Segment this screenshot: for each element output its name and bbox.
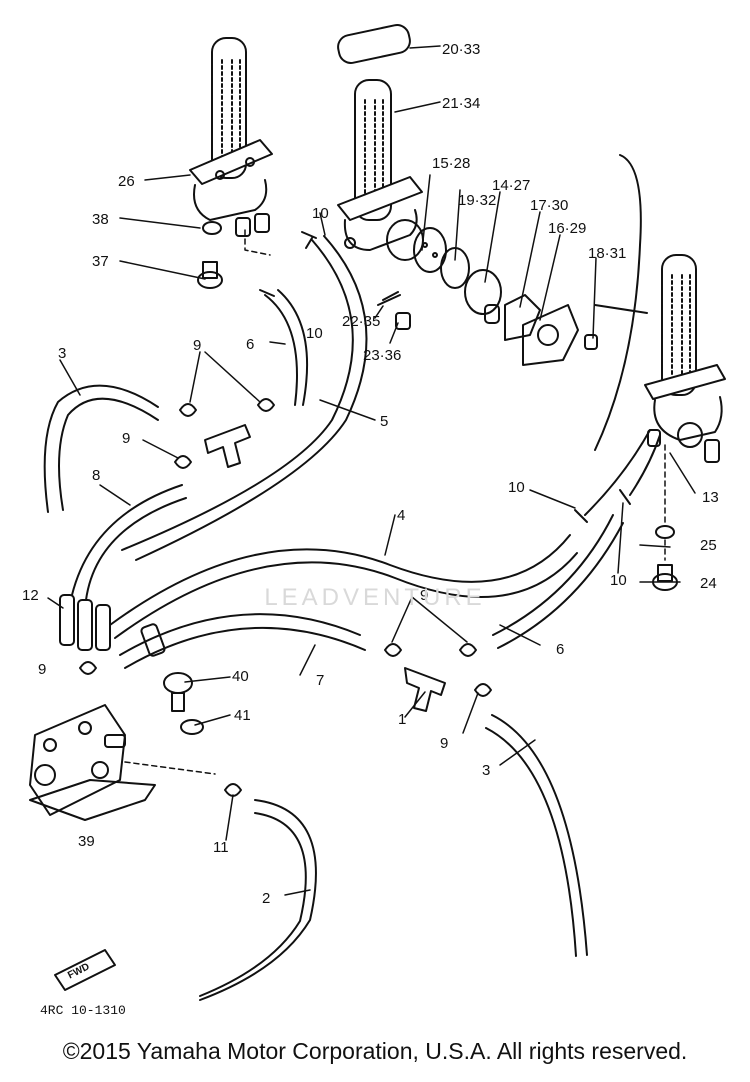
label-6: 6	[246, 336, 254, 353]
label-10: 10	[610, 572, 627, 589]
label-1: 1	[398, 711, 406, 728]
t-joint-lower	[404, 667, 446, 712]
label-9: 9	[193, 337, 201, 354]
fwd-badge	[54, 949, 116, 991]
label-8: 8	[92, 467, 100, 484]
label-10: 10	[306, 325, 323, 342]
fuel-cock-center	[337, 79, 424, 261]
label-17-30: 17·30	[530, 197, 568, 214]
washer-41	[180, 719, 204, 735]
label-23-36: 23·36	[363, 347, 401, 364]
fuel-cock-right	[644, 254, 726, 463]
label-41: 41	[234, 707, 251, 724]
t-joint-upper	[204, 424, 251, 468]
label-2: 2	[262, 890, 270, 907]
hoses	[43, 235, 661, 1001]
label-20-33: 20·33	[442, 41, 480, 58]
label-10: 10	[508, 479, 525, 496]
part-number-labels: 26 38 37 10 10 10 10 20·33 21·34 15·28 1…	[22, 41, 719, 981]
label-22-35: 22·35	[342, 313, 380, 330]
label-38: 38	[92, 211, 109, 228]
washer-25	[655, 525, 675, 539]
copyright-footer: ©2015 Yamaha Motor Corporation, U.S.A. A…	[62, 1038, 688, 1064]
label-37: 37	[92, 253, 109, 270]
catalog-code: 4RC 10-1310	[40, 1003, 126, 1018]
label-19-32: 19·32	[458, 192, 496, 209]
label-3: 3	[58, 345, 66, 362]
label-9: 9	[38, 661, 46, 678]
label-13: 13	[702, 489, 719, 506]
gasket	[337, 24, 411, 64]
hose-clips	[79, 231, 631, 797]
label-18-31: 18·31	[588, 245, 626, 262]
label-12: 12	[22, 587, 39, 604]
label-6: 6	[556, 641, 564, 658]
label-4: 4	[397, 507, 405, 524]
label-11: 11	[213, 839, 229, 856]
label-7: 7	[316, 672, 324, 689]
label-15-28: 15·28	[432, 155, 470, 172]
label-9: 9	[420, 587, 428, 604]
label-14-27: 14·27	[492, 177, 530, 194]
fuel-cock-left	[189, 37, 273, 237]
label-9: 9	[440, 735, 448, 752]
label-9: 9	[122, 430, 130, 447]
bolt-40	[163, 672, 193, 712]
bolt-37	[197, 261, 223, 289]
watermark: LEADVENTURE	[264, 584, 486, 611]
label-16-29: 16·29	[548, 220, 586, 237]
fuel-pump	[29, 704, 156, 821]
label-3: 3	[482, 762, 490, 779]
label-39: 39	[78, 833, 95, 850]
label-40: 40	[232, 668, 249, 685]
label-25: 25	[700, 537, 717, 554]
label-10: 10	[312, 205, 329, 222]
fuel-system-parts-diagram: 26 38 37 10 10 10 10 20·33 21·34 15·28 1…	[22, 24, 726, 1001]
label-5: 5	[380, 413, 388, 430]
label-24: 24	[700, 575, 717, 592]
leader-lines	[47, 45, 696, 896]
fuel-cock-inner-parts	[377, 227, 598, 366]
label-26: 26	[118, 173, 135, 190]
label-21-34: 21·34	[442, 95, 480, 112]
washer-38	[202, 221, 222, 235]
